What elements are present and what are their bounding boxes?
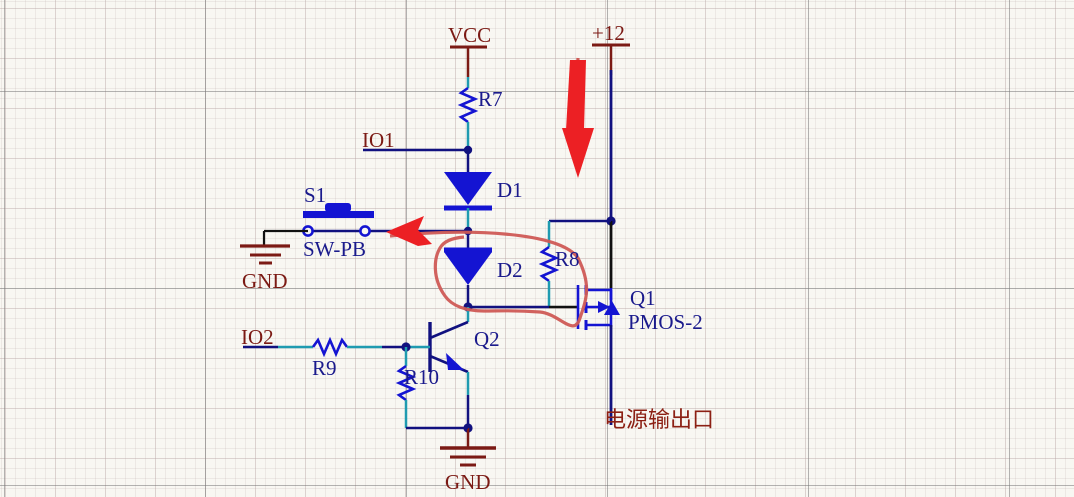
label-vcc: VCC [448, 23, 491, 47]
component-R10[interactable] [395, 364, 417, 402]
label-gnd-emitter: GND [445, 470, 491, 494]
red-arrow-down [562, 60, 594, 178]
output-port-note: 电源输出口 [604, 408, 714, 433]
label-SW-PB: SW-PB [303, 237, 366, 261]
label-R8: R8 [555, 247, 580, 271]
component-R8[interactable] [538, 245, 560, 283]
label-plus12: +12 [592, 21, 625, 45]
label-gnd-switch: GND [242, 269, 288, 293]
red-arrow-left [386, 216, 432, 246]
label-R7: R7 [478, 87, 503, 111]
gnd-emitter [440, 446, 496, 467]
label-D2: D2 [497, 258, 523, 282]
label-R10: R10 [404, 365, 439, 389]
gnd-switch [240, 244, 290, 265]
label-IO2: IO2 [241, 325, 274, 349]
label-IO1: IO1 [362, 128, 395, 152]
label-D1: D1 [497, 178, 523, 202]
component-D1[interactable] [444, 172, 492, 211]
label-PMOS-2: PMOS-2 [628, 310, 703, 334]
component-D2[interactable] [444, 247, 492, 285]
component-Q2[interactable] [406, 320, 469, 374]
label-R9: R9 [312, 356, 337, 380]
vcc-port[interactable] [450, 45, 487, 77]
component-R7[interactable] [457, 86, 479, 124]
label-S1: S1 [304, 183, 326, 207]
component-R9[interactable] [311, 336, 349, 358]
label-Q2: Q2 [474, 327, 500, 351]
label-Q1: Q1 [630, 286, 656, 310]
component-Q1[interactable] [576, 285, 620, 330]
